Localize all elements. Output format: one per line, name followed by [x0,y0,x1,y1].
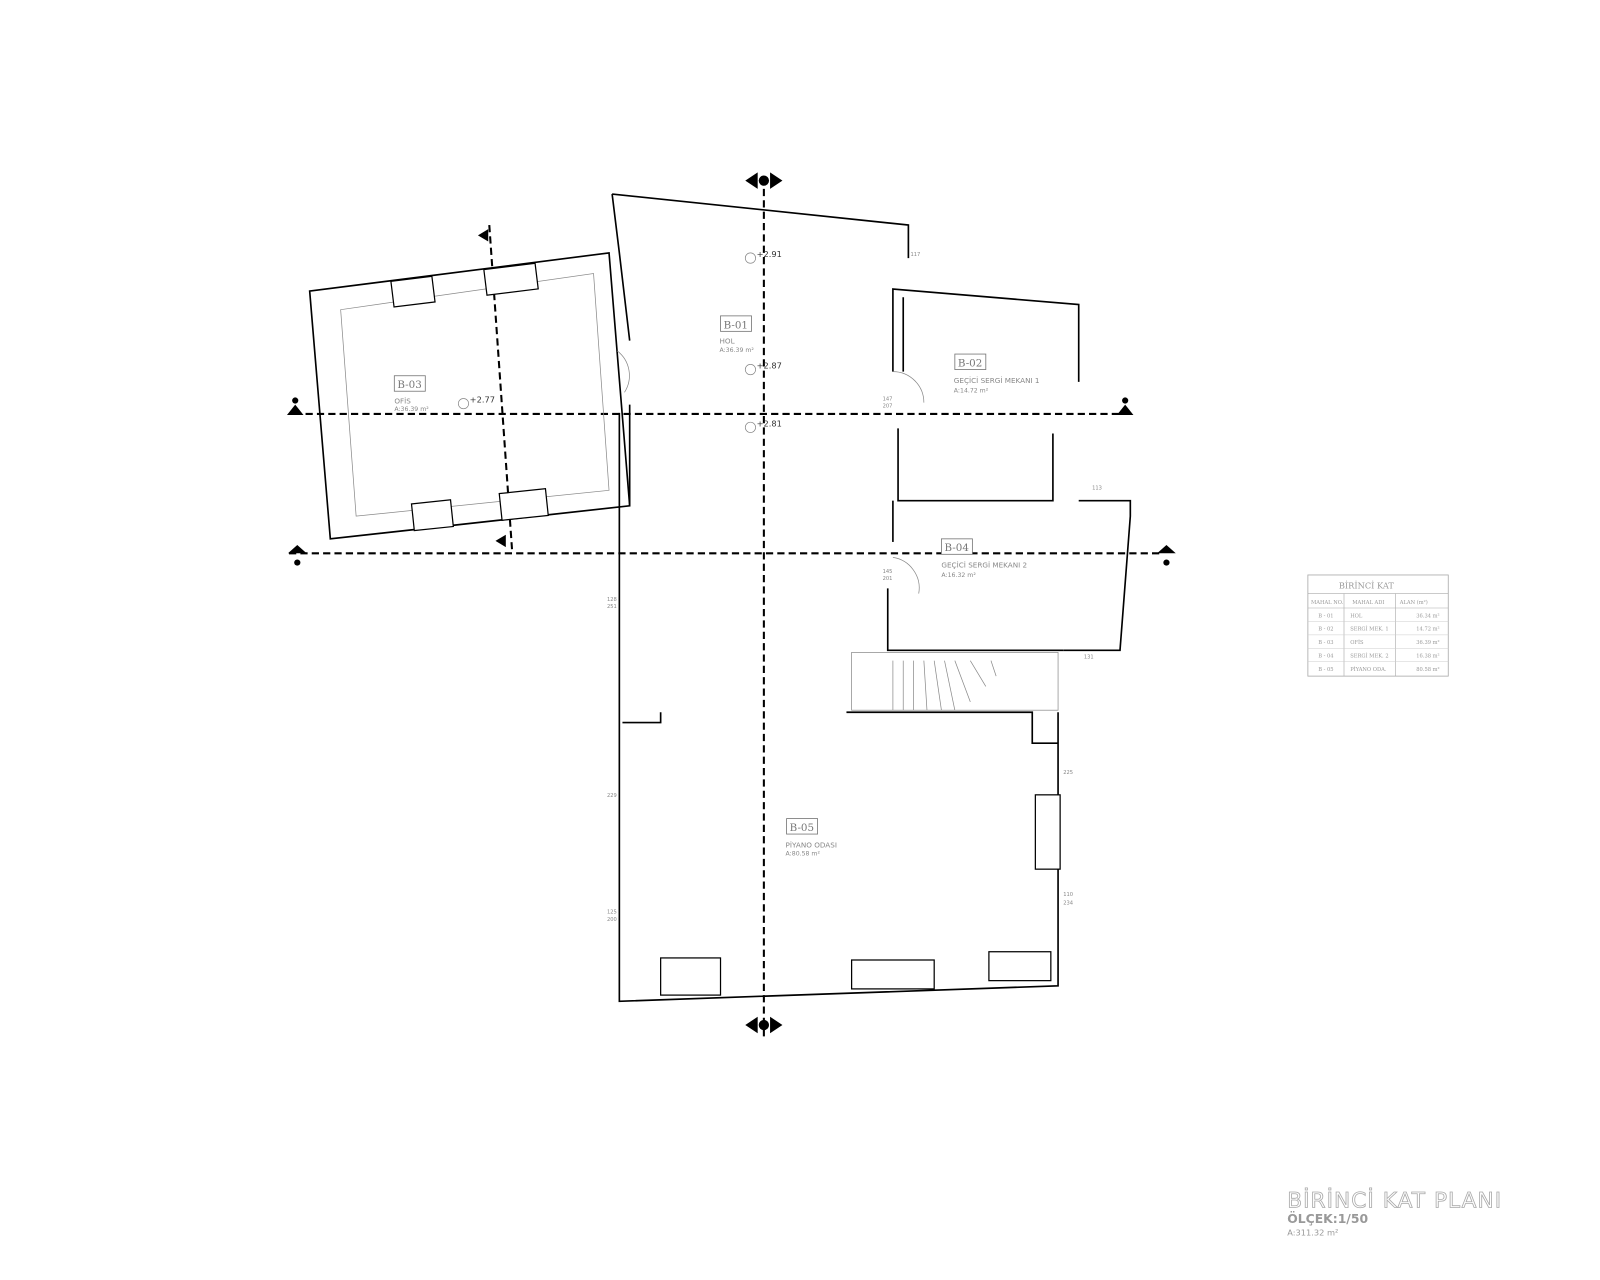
room-name: GEÇİCİ SERGİ MEKANI 2 [941,561,1027,570]
stair-treads [892,660,997,711]
schedule-header: MAHAL ADI [1352,600,1384,606]
room-tag-label: B-03 [397,379,421,391]
elevation-label: +2.77 [470,395,495,405]
drawing-title: BİRİNCİ KAT PLANI [1287,1188,1502,1214]
dimension-label: 125 [607,910,617,916]
title-block: BİRİNCİ KAT PLANI ÖLÇEK:1/50 A:311.32 m² [1287,1187,1502,1238]
schedule-row: B - 01 HOL 36.34 m² [1318,613,1439,619]
dimension-label: 145 [883,569,893,575]
door-swing-b03 [617,350,630,393]
dimension-label: 113 [1092,485,1102,491]
elevation-label: +2.81 [757,418,782,428]
door-swing-b02 [892,371,925,403]
schedule-row: B - 04 SERGİ MEK. 2 16.38 m² [1318,653,1439,660]
section-marker-top [745,172,783,189]
elevation-label: +2.91 [757,249,782,259]
hall-top-wall [612,193,910,259]
svg-text:SERGİ MEK. 2: SERGİ MEK. 2 [1350,653,1388,660]
room-tag-label: B-01 [724,319,748,331]
schedule-title: BİRİNCİ KAT [1339,579,1395,590]
dimension-label: 117 [910,252,920,258]
schedule-header: ALAN (m²) [1399,599,1428,606]
room-b03-outer-wall [308,251,631,540]
dimension-label: 225 [1063,770,1073,776]
dimension-label: 131 [1084,655,1094,661]
wall-piers [390,262,1061,996]
svg-text:14.72 m²: 14.72 m² [1416,627,1439,633]
room-name: OFİS [394,397,411,406]
room-area: A:80.58 m² [786,851,821,858]
room-tag-b01: B-01 HOL A:36.39 m² [719,315,754,354]
room-b04-bottom-wall [886,588,1064,652]
section-marker-slanted-bottom [495,534,506,548]
svg-text:36.39 m²: 36.39 m² [1416,640,1439,646]
room-tag-label: B-04 [945,542,970,554]
dimension-label: 251 [607,604,617,610]
svg-text:B - 04: B - 04 [1318,654,1334,660]
room-b02-lower-wall [897,428,1054,502]
drawing-scale: ÖLÇEK:1/50 [1287,1211,1368,1226]
dimension-label: 229 [607,793,617,799]
room-tag-b03: B-03 OFİS A:36.39 m² [393,375,429,413]
stair-bottom-wall [846,711,1059,745]
room-name: GEÇİCİ SERGİ MEKANI 1 [954,376,1040,385]
room-tag-label: B-05 [790,822,814,834]
svg-text:HOL: HOL [1350,613,1363,619]
room-b02-wall [892,288,1080,382]
total-area: A:311.32 m² [1287,1228,1338,1238]
room-area: A:16.32 m² [941,572,976,579]
room-tag-label: B-02 [958,357,982,369]
svg-text:80.58 m²: 80.58 m² [1416,667,1439,673]
room-tag-b04: B-04 GEÇİCİ SERGİ MEKANI 2 A:16.32 m² [941,538,1027,579]
room-name: PİYANO ODASI [786,840,837,849]
section-marker-right-1 [1116,397,1134,415]
room-area: A:14.72 m² [954,387,989,394]
grid-axes [289,177,1162,1038]
dimension-label: 234 [1063,900,1073,906]
section-marker-left-2 [288,545,307,566]
room-b04-right-wall [1063,499,1132,652]
svg-text:B - 01: B - 01 [1318,613,1333,619]
room-area: A:36.39 m² [719,347,754,354]
room-name: HOL [719,337,734,346]
walls [308,193,1132,1003]
dimension-label: 110 [1063,892,1073,898]
dimension-label: 201 [883,576,893,582]
svg-text:B - 05: B - 05 [1318,667,1333,673]
schedule-header: MAHAL NO. [1311,600,1344,606]
room-tag-b02: B-02 GEÇİCİ SERGİ MEKANI 1 A:14.72 m² [954,353,1040,394]
svg-text:16.38 m²: 16.38 m² [1416,654,1439,660]
schedule-row: B - 05 PİYANO ODA. 80.58 m² [1318,666,1439,673]
section-markers [286,172,1176,1034]
elevation-label: +2.87 [757,361,782,371]
hall-upper-left-wall [611,193,631,341]
svg-text:SERGİ MEK. 1: SERGİ MEK. 1 [1350,626,1388,633]
schedule-row: B - 03 OFİS 36.39 m² [1318,639,1439,646]
axis-line-vertical-2 [488,224,514,550]
dimension-label: 147 [883,397,893,403]
section-marker-slanted-top [477,229,489,242]
section-marker-bottom [745,1016,783,1034]
svg-text:B - 03: B - 03 [1318,640,1333,646]
dimension-label: 200 [607,917,617,923]
dimension-label: 207 [883,404,893,410]
room-area: A:36.39 m² [394,406,429,413]
svg-text:PİYANO ODA.: PİYANO ODA. [1350,666,1387,673]
door-swing-b04 [892,557,920,594]
section-marker-right-2 [1157,545,1176,566]
dimension-label: 128 [607,597,617,603]
svg-text:36.34 m²: 36.34 m² [1416,613,1439,619]
dimension-labels: 147 145 128 125 110 113 117 131 207 201 … [607,252,1102,923]
room-schedule-table: BİRİNCİ KAT MAHAL NO. MAHAL ADI ALAN (m²… [1307,574,1449,677]
section-marker-left-1 [286,397,304,415]
hall-stub-wall [622,712,662,724]
svg-text:B - 02: B - 02 [1318,627,1333,633]
room-tag-b05: B-05 PİYANO ODASI A:80.58 m² [786,818,837,858]
svg-text:OFİS: OFİS [1350,639,1364,646]
schedule-row: B - 02 SERGİ MEK. 1 14.72 m² [1318,626,1439,633]
elevation-markers: +2.91 +2.87 +2.81 +2.77 [457,249,782,433]
